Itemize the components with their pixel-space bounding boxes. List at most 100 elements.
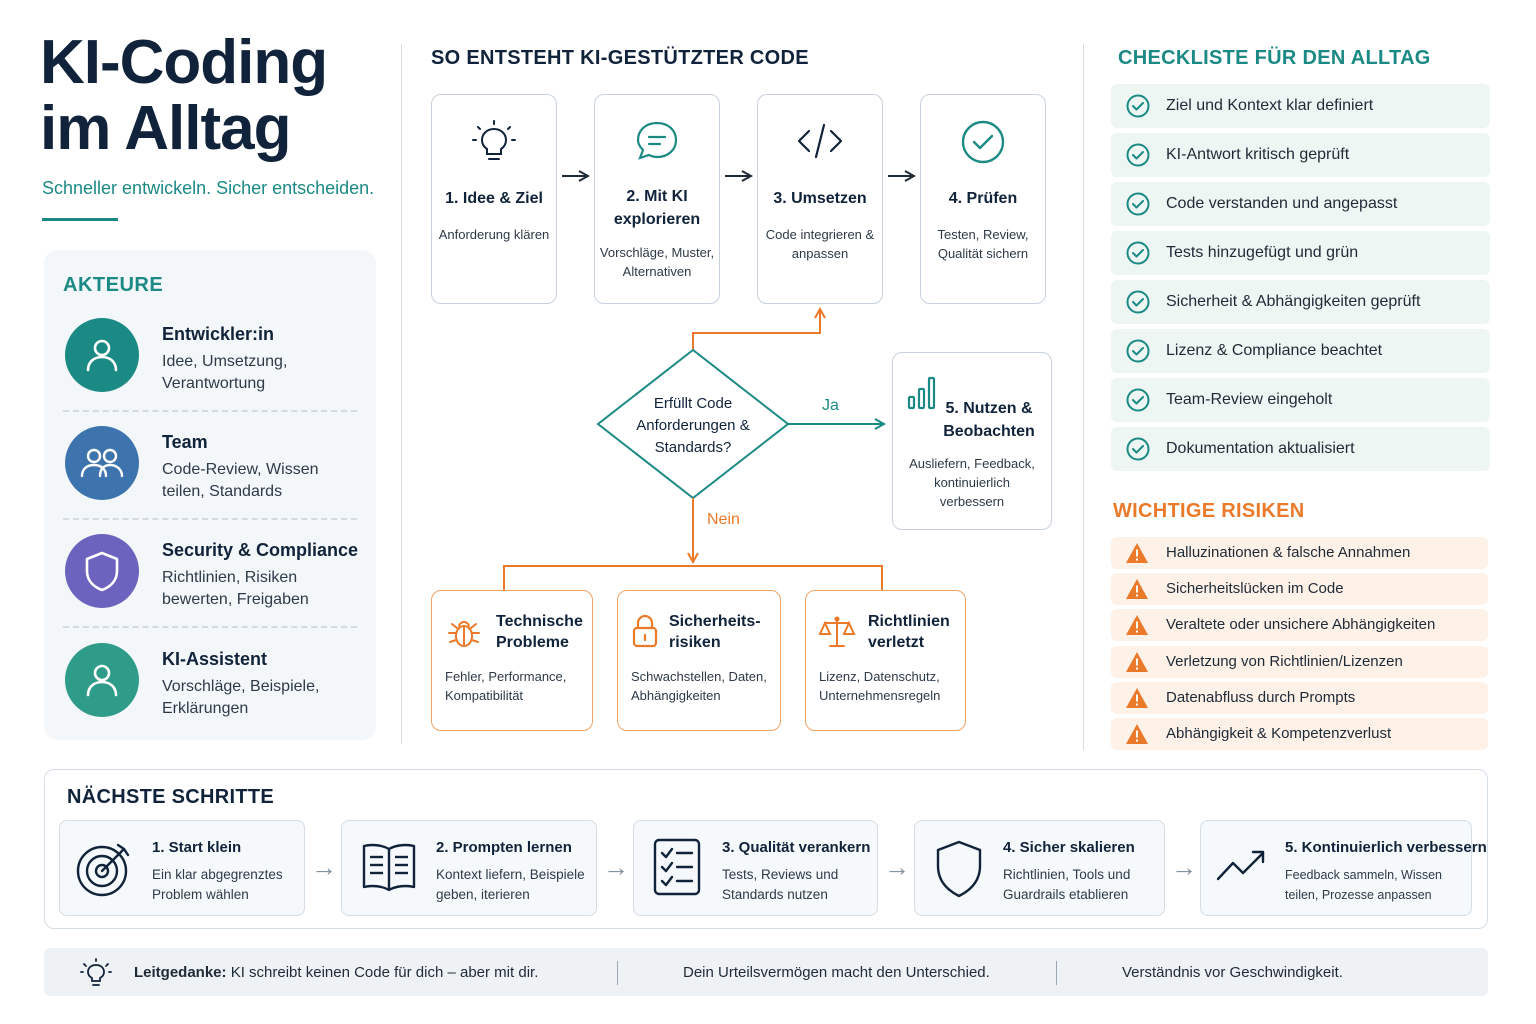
divider bbox=[617, 961, 618, 985]
checklist-item-label: Lizenz & Compliance beachtet bbox=[1166, 342, 1383, 359]
risk-item-label: Halluzinationen & falsche Annahmen bbox=[1166, 544, 1411, 561]
use-title: 5. Nutzen & Beobachten bbox=[943, 400, 1035, 440]
step-card-implement: 3. Umsetzen Code integrieren & anpassen bbox=[757, 94, 883, 304]
next-step-card: 2. Prompten lernen Kontext liefern, Beis… bbox=[341, 820, 597, 916]
actor-name: Security & Compliance bbox=[162, 540, 359, 560]
checklist-item: Tests hinzugefügt und grün bbox=[1111, 231, 1490, 275]
checklist-item-label: Dokumentation aktualisiert bbox=[1166, 440, 1355, 457]
checklist-item: Ziel und Kontext klar definiert bbox=[1111, 84, 1490, 128]
bar-chart-icon bbox=[907, 375, 937, 416]
next-step-desc: Ein klar abgegrenztes Problem wählen bbox=[152, 867, 283, 902]
risk-item: Sicherheitslücken im Code bbox=[1111, 573, 1488, 606]
step-desc: Vorschläge, Muster, Alternativen bbox=[599, 245, 715, 279]
yes-label: Ja bbox=[822, 397, 839, 414]
next-arrow-icon: → bbox=[311, 852, 337, 882]
next-arrow-icon: → bbox=[884, 852, 910, 882]
trend-up-icon bbox=[1215, 847, 1269, 888]
next-step-title: 2. Prompten lernen bbox=[436, 839, 572, 856]
actor-desc: Idee, Umsetzung, Verantwortung bbox=[162, 353, 288, 392]
checklist-item-label: Code verstanden und angepasst bbox=[1166, 195, 1398, 212]
divider bbox=[63, 626, 357, 628]
actor-name: Team bbox=[162, 432, 208, 452]
risk-item: Datenabfluss durch Prompts bbox=[1111, 681, 1488, 714]
check-circle-icon bbox=[921, 119, 1045, 165]
checklist-heading: CHECKLISTE FÜR DEN ALLTAG bbox=[1118, 47, 1431, 69]
next-step-title: 1. Start klein bbox=[152, 839, 242, 856]
problem-desc: Schwachstellen, Daten, Abhängigkeiten bbox=[631, 669, 767, 703]
risk-item: Veraltete oder unsichere Abhängigkeiten bbox=[1111, 609, 1488, 642]
next-step-desc: Feedback sammeln, Wissen teilen, Prozess… bbox=[1285, 868, 1443, 902]
problem-title: Technische Probleme bbox=[496, 613, 583, 651]
step-desc: Anforderung klären bbox=[438, 227, 550, 242]
page-subtitle: Schneller entwickeln. Sicher entscheiden… bbox=[42, 178, 375, 198]
risk-item: Halluzinationen & falsche Annahmen bbox=[1111, 537, 1488, 569]
checklist-item: Dokumentation aktualisiert bbox=[1111, 427, 1490, 471]
code-icon bbox=[758, 119, 882, 163]
check-circle-icon bbox=[1126, 388, 1150, 417]
next-step-desc: Tests, Reviews und Standards nutzen bbox=[722, 867, 839, 902]
risk-item-label: Sicherheitslücken im Code bbox=[1166, 580, 1344, 598]
column-divider bbox=[1083, 44, 1084, 750]
risks-heading: WICHTIGE RISIKEN bbox=[1113, 500, 1305, 522]
risk-item: Abhängigkeit & Kompetenzverlust bbox=[1111, 718, 1488, 750]
guiding-principle: Leitgedanke: KI schreibt keinen Code für… bbox=[134, 964, 538, 981]
checklist-icon bbox=[652, 837, 702, 902]
loop-back-arrow bbox=[692, 309, 820, 350]
bug-icon bbox=[446, 615, 482, 656]
divider bbox=[63, 410, 357, 412]
check-circle-icon bbox=[1126, 241, 1150, 270]
step-title: 3. Umsetzen bbox=[773, 190, 867, 207]
guiding-principle-label: Leitgedanke: bbox=[134, 964, 227, 981]
guiding-principle-text: KI schreibt keinen Code für dich – aber … bbox=[230, 964, 539, 981]
chat-bubble-icon bbox=[595, 119, 719, 165]
divider bbox=[1056, 961, 1057, 985]
checklist-item-label: Ziel und Kontext klar definiert bbox=[1166, 97, 1374, 114]
next-step-desc: Kontext liefern, Beispiele geben, iterie… bbox=[436, 867, 585, 902]
next-step-desc: Richtlinien, Tools und Guardrails etabli… bbox=[1003, 867, 1131, 902]
risk-item: Verletzung von Richtlinien/Lizenzen bbox=[1111, 645, 1488, 678]
next-step-card: 5. Kontinuierlich verbessern Feedback sa… bbox=[1200, 820, 1487, 916]
step-title: 4. Prüfen bbox=[948, 190, 1018, 207]
check-circle-icon bbox=[1126, 437, 1150, 466]
problem-desc: Lizenz, Datenschutz, Unternehmensregeln bbox=[819, 669, 941, 703]
warning-icon bbox=[1125, 614, 1149, 641]
problem-card-security: Sicherheits-risiken Schwachstellen, Date… bbox=[617, 590, 781, 731]
shield-icon bbox=[65, 534, 139, 608]
checklist-item: Team-Review eingeholt bbox=[1111, 378, 1490, 422]
actors-heading: AKTEURE bbox=[63, 274, 164, 296]
next-step-card: 3. Qualität verankern Tests, Reviews und… bbox=[633, 820, 878, 916]
check-circle-icon bbox=[1126, 192, 1150, 221]
checklist-item: KI-Antwort kritisch geprüft bbox=[1111, 133, 1490, 177]
problem-title: Sicherheits-risiken bbox=[669, 613, 761, 651]
use-observe-card: 5. Nutzen & Beobachten Ausliefern, Feedb… bbox=[892, 352, 1052, 530]
problem-title: Richtlinien verletzt bbox=[868, 613, 950, 651]
step-card-check: 4. Prüfen Testen, Review, Qualität siche… bbox=[920, 94, 1046, 304]
footer-statement: Dein Urteilsvermögen macht den Unterschi… bbox=[683, 964, 990, 981]
group-icon bbox=[65, 426, 139, 500]
next-step-title: 5. Kontinuierlich verbessern bbox=[1285, 839, 1487, 856]
checklist-item-label: Sicherheit & Abhängigkeiten geprüft bbox=[1166, 293, 1421, 310]
actor-team: Team Code-Review, Wissen teilen, Standar… bbox=[63, 426, 359, 522]
no-label: Nein bbox=[707, 511, 740, 528]
divider bbox=[63, 518, 357, 520]
actor-desc: Code-Review, Wissen teilen, Standards bbox=[162, 461, 319, 500]
shield-icon bbox=[933, 839, 985, 904]
footer-bar bbox=[44, 948, 1488, 996]
step-title: 1. Idee & Ziel bbox=[445, 190, 543, 207]
check-circle-icon bbox=[1126, 143, 1150, 172]
person-icon bbox=[65, 643, 139, 717]
step-desc: Testen, Review, Qualität sichern bbox=[937, 227, 1029, 261]
step-title: 2. Mit KI explorieren bbox=[613, 188, 701, 228]
risk-item-label: Verletzung von Richtlinien/Lizenzen bbox=[1166, 652, 1403, 670]
actor-ai-assistant: KI-Assistent Vorschläge, Beispiele, Erkl… bbox=[63, 643, 359, 739]
actor-desc: Vorschläge, Beispiele, Erklärungen bbox=[162, 678, 320, 717]
next-arrow-icon: → bbox=[1171, 852, 1197, 882]
step-card-explore: 2. Mit KI explorieren Vorschläge, Muster… bbox=[594, 94, 720, 304]
problem-card-technical: Technische Probleme Fehler, Performance,… bbox=[431, 590, 593, 731]
problem-bracket bbox=[503, 565, 883, 590]
step-desc: Code integrieren & anpassen bbox=[765, 227, 875, 261]
risk-item-label: Datenabfluss durch Prompts bbox=[1166, 688, 1356, 706]
checklist-item: Code verstanden und angepasst bbox=[1111, 182, 1490, 226]
actor-name: KI-Assistent bbox=[162, 649, 268, 669]
lock-icon bbox=[630, 613, 660, 654]
